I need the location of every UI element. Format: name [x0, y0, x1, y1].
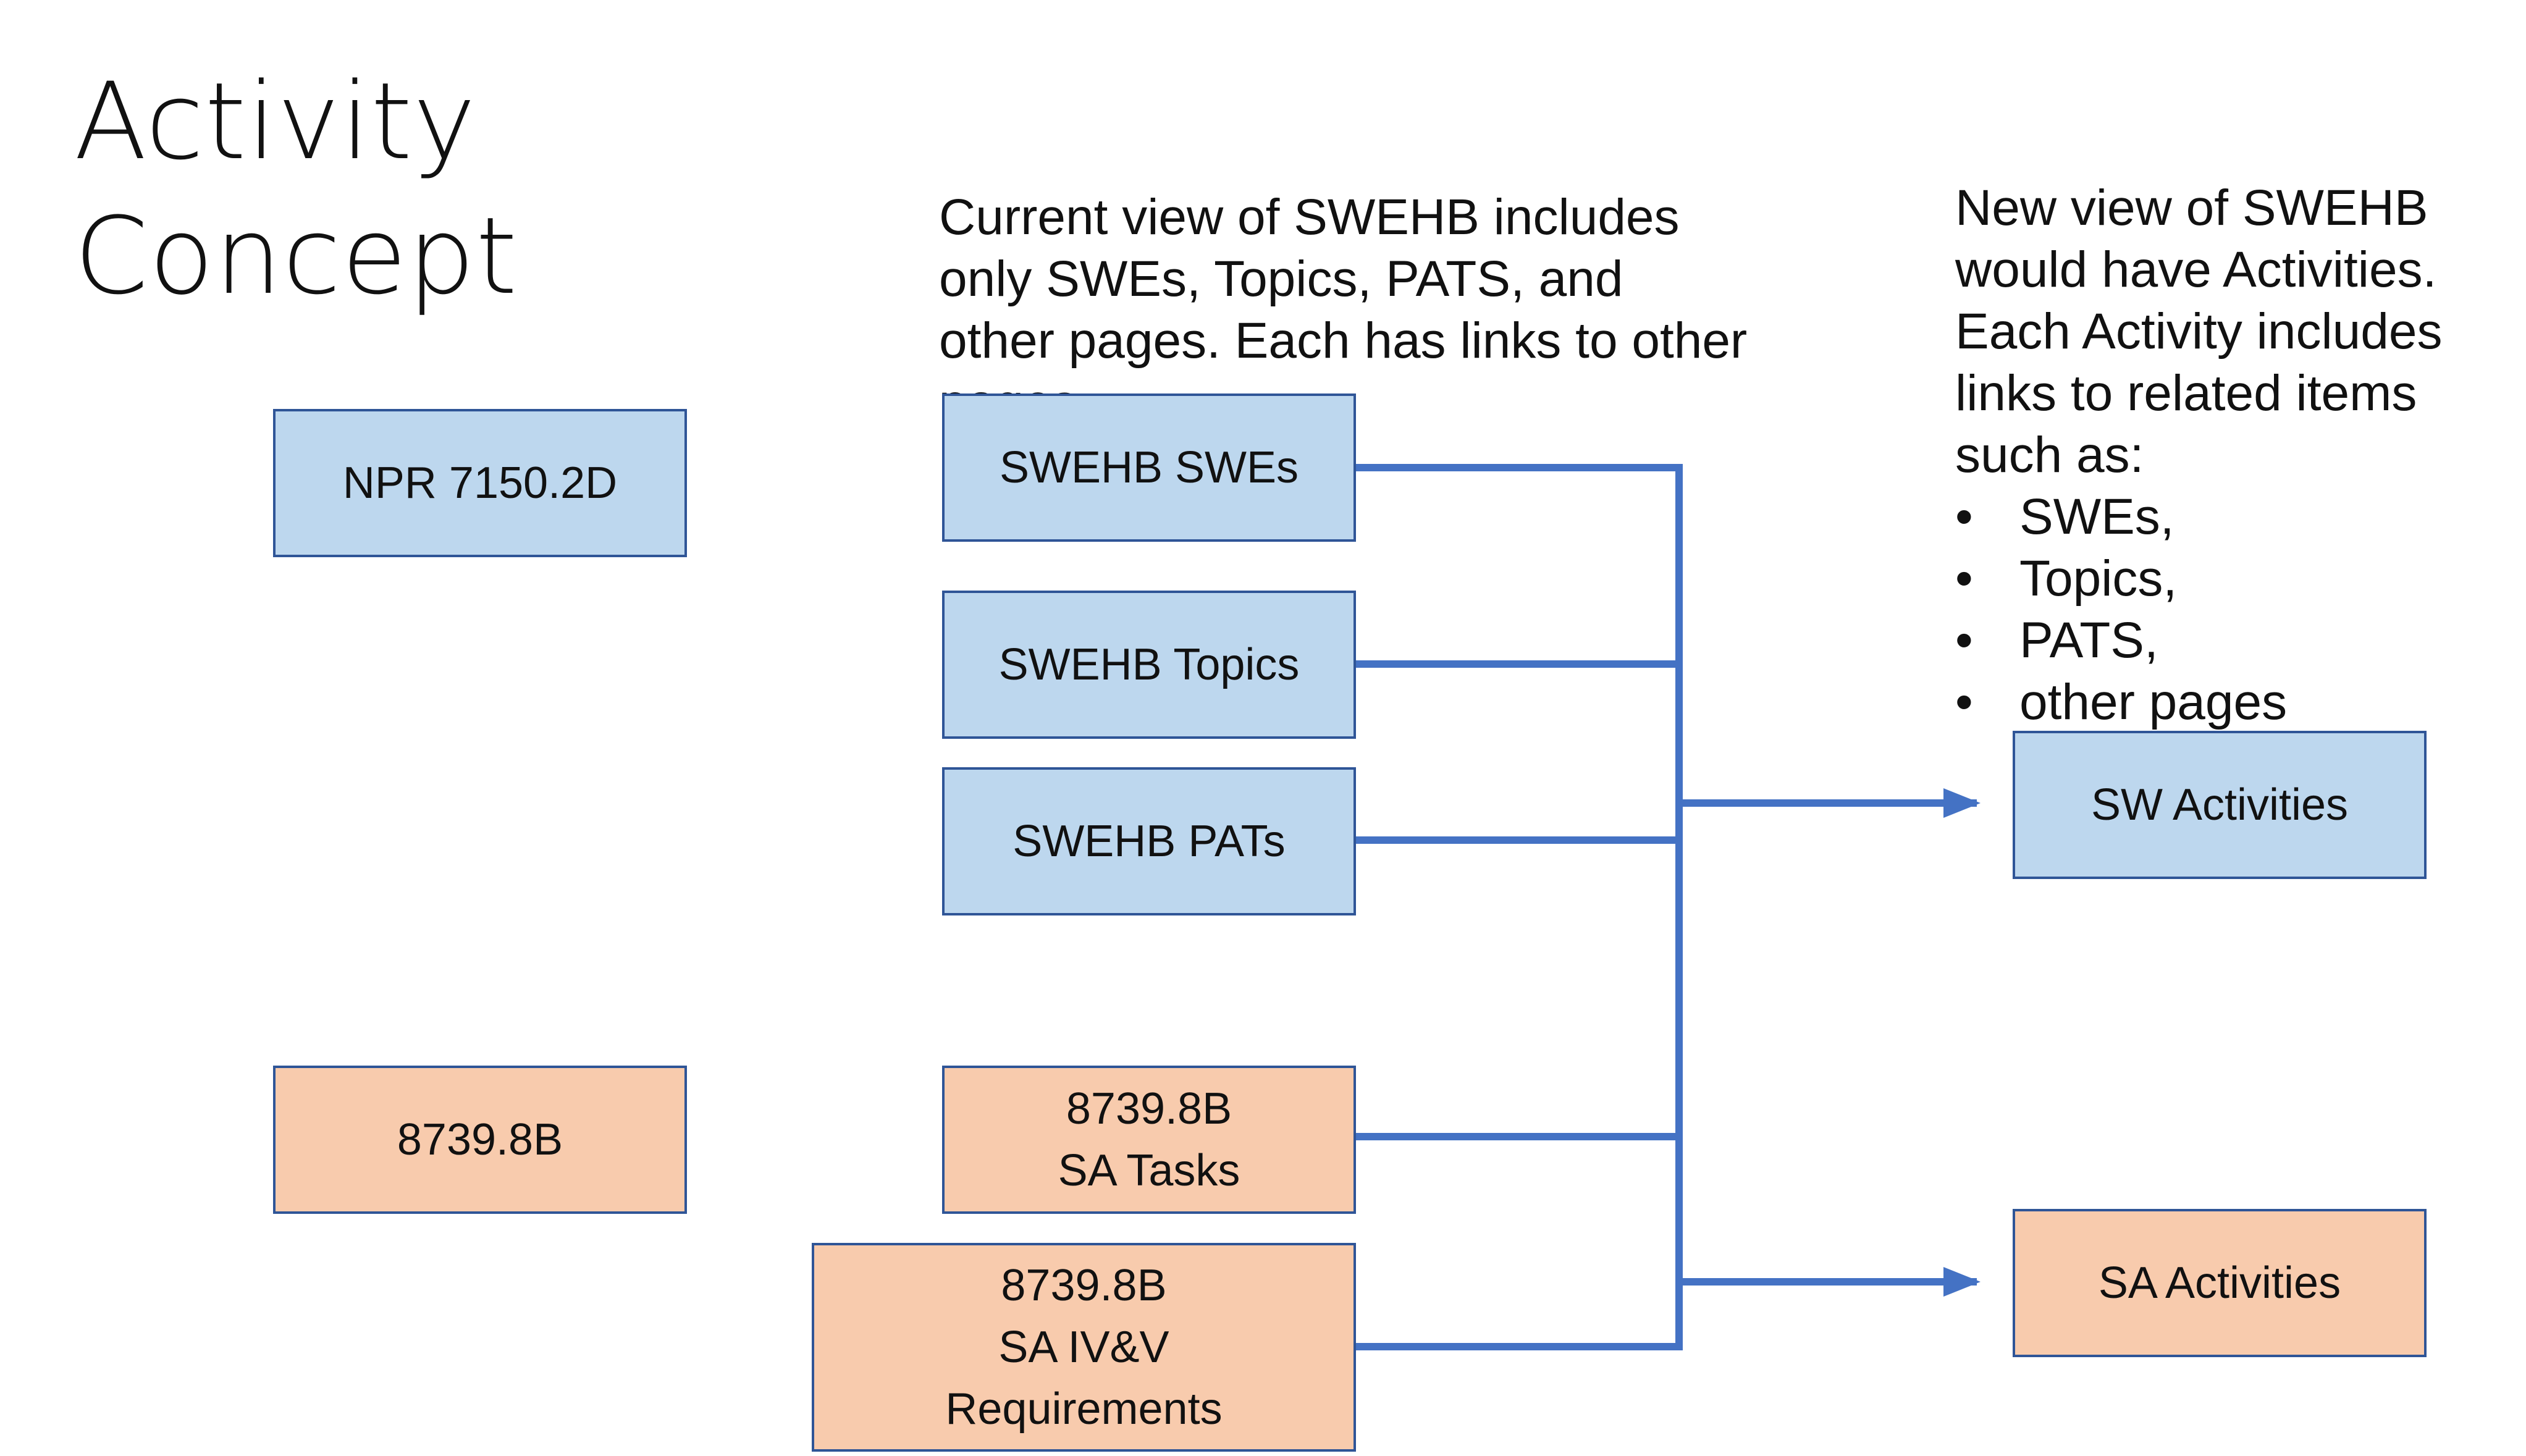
sa-ivv-line-2: SA IV&V — [998, 1323, 1169, 1372]
npr-7150-box: NPR 7150.2D — [273, 409, 687, 557]
std-8739-box: 8739.8B — [273, 1066, 687, 1214]
swehb-swes-label: SWEHB SWEs — [999, 443, 1299, 492]
title-line-1: Activity — [74, 59, 477, 183]
swehb-pats-label: SWEHB PATs — [1013, 817, 1286, 866]
new-note-line: such as: — [1955, 427, 2144, 483]
new-note-line: Each Activity includes — [1955, 303, 2443, 360]
related-items-list: SWEs, Topics, PATS, other pages — [1955, 486, 2443, 733]
sw-activities-box: SW Activities — [2013, 731, 2427, 879]
title-line-2: Concept — [74, 194, 518, 318]
swehb-topics-label: SWEHB Topics — [998, 640, 1300, 689]
new-note-line: links to related items — [1955, 365, 2417, 421]
sa-ivv-line-3: Requirements — [945, 1384, 1223, 1434]
npr-7150-label: NPR 7150.2D — [342, 458, 618, 508]
swehb-topics-box: SWEHB Topics — [942, 591, 1356, 739]
std-8739-label: 8739.8B — [397, 1115, 563, 1164]
new-note-line: would have Activities. — [1955, 242, 2437, 298]
current-note-line: other pages. Each has links to other — [939, 313, 1748, 369]
current-note-line: only SWEs, Topics, PATS, and — [939, 251, 1623, 307]
swehb-pats-box: SWEHB PATs — [942, 767, 1356, 915]
new-view-note: New view of SWEHB would have Activities.… — [1955, 177, 2443, 733]
sa-activities-box: SA Activities — [2013, 1209, 2427, 1357]
swehb-swes-box: SWEHB SWEs — [942, 393, 1356, 542]
slide-title: Activity Concept — [74, 54, 518, 324]
related-item: SWEs, — [1955, 486, 2443, 548]
current-note-line: Current view of SWEHB includes — [939, 189, 1680, 245]
sa-tasks-box: 8739.8B SA Tasks — [942, 1066, 1356, 1214]
sa-tasks-line-2: SA Tasks — [1058, 1146, 1240, 1195]
sa-ivv-line-1: 8739.8B — [1001, 1261, 1167, 1310]
related-item: other pages — [1955, 671, 2443, 733]
sa-ivv-requirements-box: 8739.8B SA IV&V Requirements — [812, 1243, 1356, 1452]
related-item: Topics, — [1955, 548, 2443, 610]
related-item: PATS, — [1955, 610, 2443, 671]
sw-activities-label: SW Activities — [2090, 780, 2349, 830]
sa-tasks-line-1: 8739.8B — [1066, 1084, 1232, 1134]
new-note-line: New view of SWEHB — [1955, 180, 2428, 236]
sa-activities-label: SA Activities — [2098, 1258, 2341, 1308]
